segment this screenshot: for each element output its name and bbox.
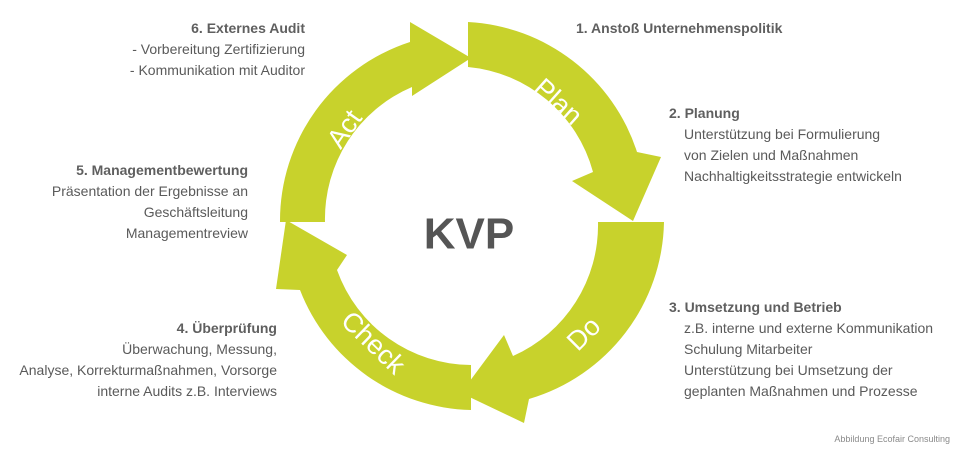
- step-5-title: 5. Managementbewertung: [76, 162, 248, 178]
- plan-arrow: [468, 22, 661, 221]
- step-3-umsetzung: 3. Umsetzung und Betrieb z.B. interne un…: [669, 297, 933, 402]
- step-2-planung: 2. Planung Unterstützung bei Formulierun…: [669, 103, 902, 187]
- step-5-line: Präsentation der Ergebnisse an: [51, 183, 248, 199]
- step-2-title: 2. Planung: [669, 105, 740, 121]
- step-6-line: - Kommunikation mit Auditor: [129, 62, 305, 78]
- image-credit: Abbildung Ecofair Consulting: [834, 434, 950, 444]
- step-4-line: Überwachung, Messung,: [122, 341, 277, 357]
- step-1-anstoss: 1. Anstoß Unternehmenspolitik: [576, 18, 782, 39]
- act-arrow: [279, 22, 471, 222]
- center-label: KVP: [424, 210, 514, 259]
- step-4-title: 4. Überprüfung: [176, 320, 277, 336]
- step-2-line: Unterstützung bei Formulierung: [684, 126, 881, 142]
- step-3-line: Unterstützung bei Umsetzung der: [684, 362, 893, 378]
- step-3-line: geplanten Maßnahmen und Prozesse: [684, 383, 918, 399]
- step-2-line: von Zielen und Maßnahmen: [684, 147, 859, 163]
- do-arrow: [461, 222, 664, 423]
- step-3-title: 3. Umsetzung und Betrieb: [669, 299, 842, 315]
- step-4-line: Analyse, Korrekturmaßnahmen, Vorsorge: [19, 362, 277, 378]
- step-5-line: Managementreview: [125, 225, 248, 241]
- step-6-title: 6. Externes Audit: [191, 20, 305, 36]
- check-arrow: [276, 220, 471, 410]
- step-6-line: - Vorbereitung Zertifizierung: [132, 41, 305, 57]
- step-1-title: 1. Anstoß Unternehmenspolitik: [576, 20, 783, 36]
- step-3-line: z.B. interne und externe Kommunikation: [684, 320, 934, 336]
- step-5-line: Geschäftsleitung: [143, 204, 248, 220]
- step-4-ueberpruefung: 4. Überprüfung Überwachung, Messung, Ana…: [19, 318, 277, 402]
- step-5-managementbewertung: 5. Managementbewertung Präsentation der …: [52, 160, 248, 244]
- step-6-externes-audit: 6. Externes Audit - Vorbereitung Zertifi…: [130, 18, 305, 81]
- step-4-line: interne Audits z.B. Interviews: [97, 383, 277, 399]
- step-3-line: Schulung Mitarbeiter: [684, 341, 813, 357]
- step-2-line: Nachhaltigkeitsstrategie entwickeln: [684, 168, 902, 184]
